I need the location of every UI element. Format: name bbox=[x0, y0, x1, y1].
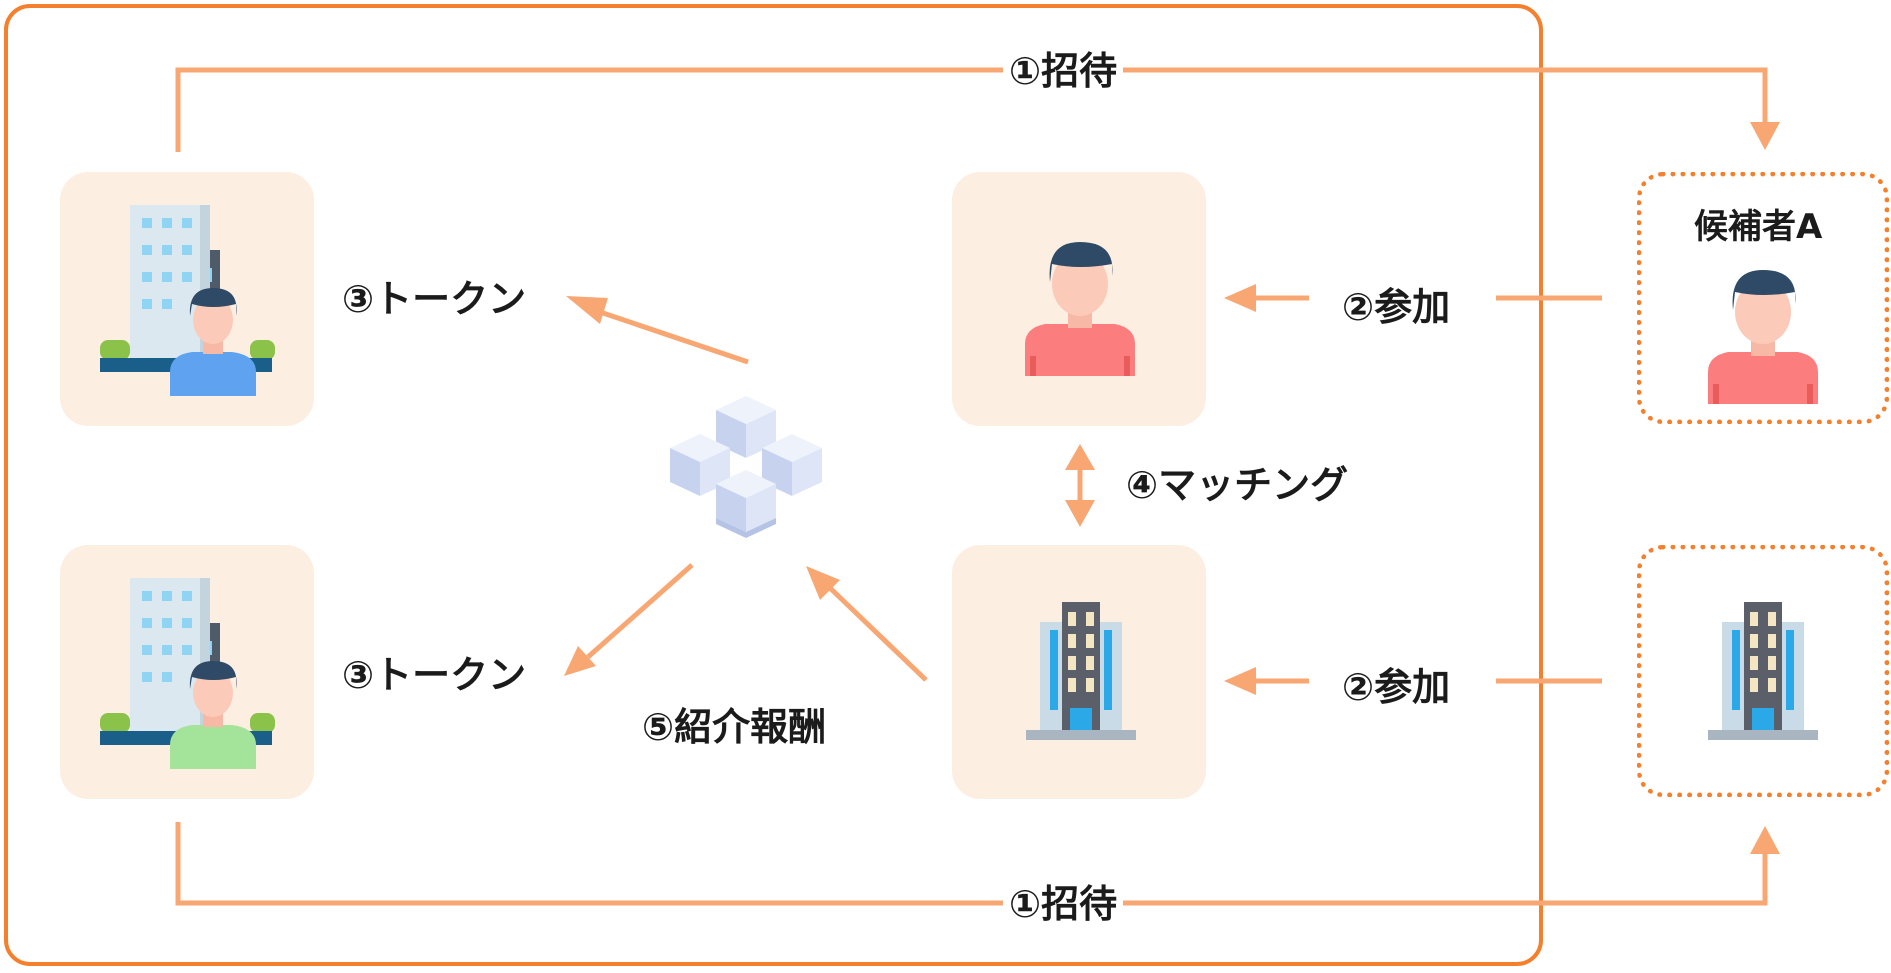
invite-label-top: ①招待 bbox=[1003, 52, 1124, 90]
building-icon bbox=[1708, 602, 1818, 740]
candidate-a-label: 候補者A bbox=[1694, 207, 1823, 247]
platform-boundary bbox=[4, 4, 1543, 966]
company-with-employee-icon bbox=[100, 578, 275, 769]
token-label-bottom: ③トークン bbox=[342, 653, 527, 697]
join-top-arrowhead bbox=[1224, 284, 1256, 312]
join-label-bottom: ②参加 bbox=[1336, 668, 1457, 706]
invite-top-arrowhead bbox=[1750, 122, 1780, 150]
token-bottom-arrowhead bbox=[564, 646, 596, 676]
matching-label: ④マッチング bbox=[1126, 463, 1349, 507]
invite-top-arrow bbox=[175, 67, 1768, 152]
invite-bottom-arrowhead bbox=[1750, 826, 1780, 854]
matching-arrowhead-up bbox=[1065, 444, 1095, 470]
token-top-arrow bbox=[599, 309, 749, 365]
token-label-top: ③トークン bbox=[342, 277, 527, 321]
building-icon bbox=[1026, 602, 1136, 740]
token-top-arrowhead bbox=[566, 296, 608, 324]
join-bottom-arrowhead bbox=[1224, 667, 1256, 695]
invite-label-bottom: ①招待 bbox=[1003, 885, 1124, 923]
invite-bottom-arrow bbox=[175, 822, 1768, 906]
referral-fee-label: ⑤紹介報酬 bbox=[642, 705, 827, 749]
person-icon bbox=[1708, 270, 1818, 404]
referral-fee-arrowhead bbox=[806, 566, 840, 600]
company-with-employee-icon bbox=[100, 205, 275, 396]
person-icon bbox=[1025, 242, 1135, 376]
referral-fee-arrow bbox=[828, 586, 928, 682]
token-bottom-arrow bbox=[586, 563, 694, 659]
join-label-top: ②参加 bbox=[1336, 288, 1457, 326]
blockchain-cubes-icon bbox=[670, 396, 822, 538]
matching-arrowhead-down bbox=[1065, 500, 1095, 527]
